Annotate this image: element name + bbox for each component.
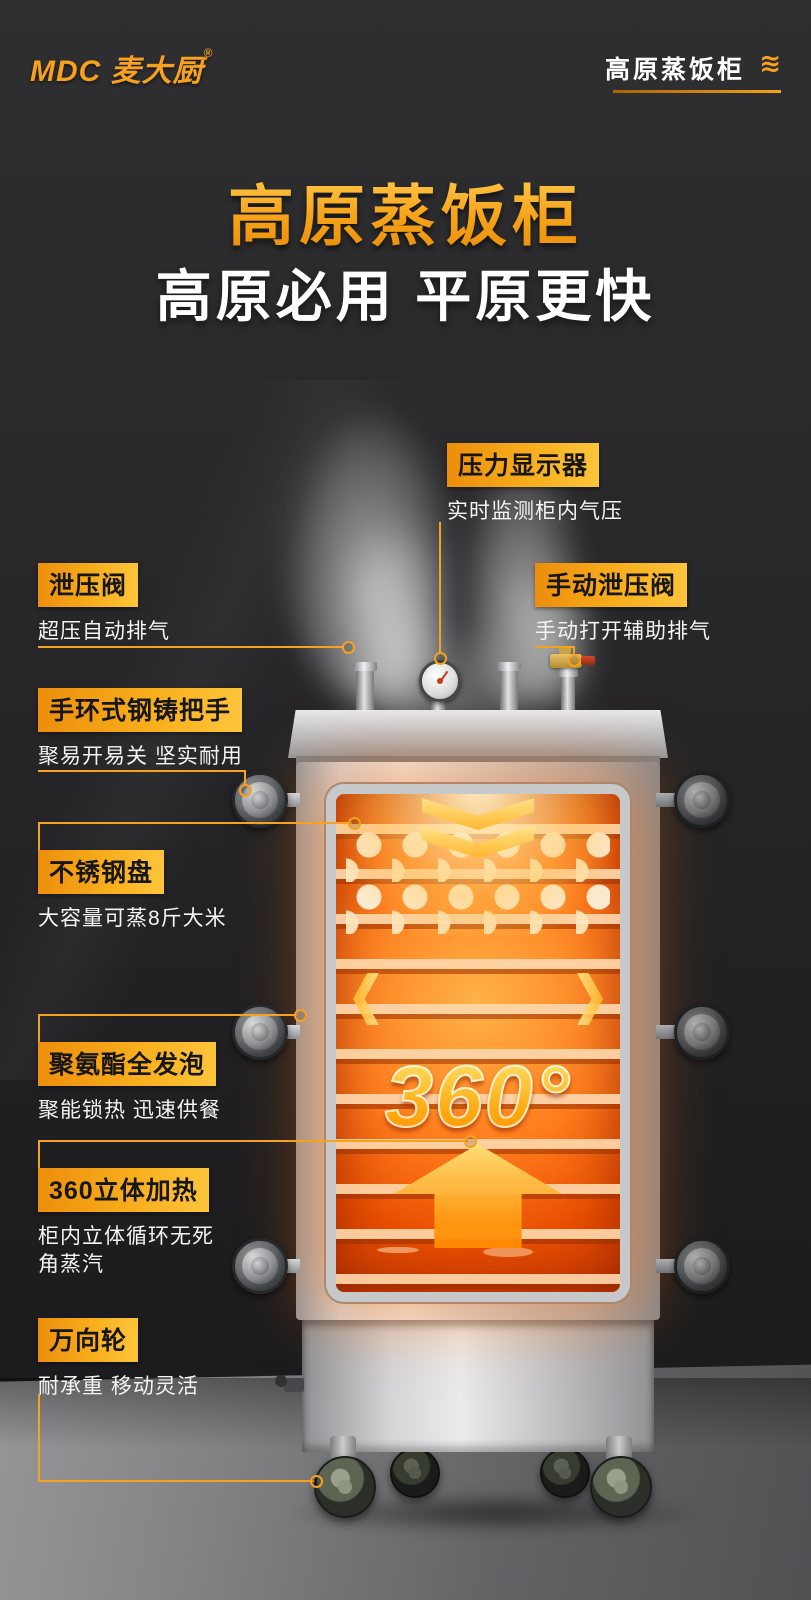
caster-wheel bbox=[314, 1456, 376, 1518]
callout-desc: 柜内立体循环无死角蒸汽 bbox=[38, 1225, 214, 1277]
hand-wheel-handle bbox=[674, 1004, 730, 1060]
callout-desc: 超压自动排气 bbox=[38, 620, 170, 643]
connector-dot bbox=[434, 652, 447, 665]
callout-desc: 聚能锁热 迅速供餐 bbox=[38, 1099, 221, 1122]
connector-line bbox=[38, 1394, 40, 1482]
hand-wheel-handle bbox=[232, 1004, 288, 1060]
callout-label: 万向轮 bbox=[38, 1318, 139, 1362]
relief-valve-pipe bbox=[353, 662, 377, 714]
connector-dot bbox=[464, 1135, 477, 1148]
connector-line bbox=[38, 822, 352, 824]
callout-label: 手动泄压阀 bbox=[535, 563, 688, 607]
heat-glow bbox=[336, 794, 620, 936]
callout-desc: 聚易开易关 坚实耐用 bbox=[38, 745, 243, 768]
connector-line bbox=[38, 770, 246, 772]
connector-line bbox=[439, 522, 441, 654]
connector-line bbox=[38, 1480, 314, 1482]
callout-label: 泄压阀 bbox=[38, 563, 139, 607]
connector-line bbox=[38, 1140, 40, 1168]
steam-waves-icon: ≋ bbox=[759, 48, 781, 78]
connector-line bbox=[244, 770, 246, 786]
callout-stainless-tray: 不锈钢盘 大容量可蒸8斤大米 bbox=[38, 850, 227, 933]
callout-label: 不锈钢盘 bbox=[38, 850, 165, 894]
connector-dot bbox=[348, 817, 361, 830]
header-product-name: 高原蒸饭柜 bbox=[604, 56, 745, 84]
callout-pressure-display: 压力显示器 实时监测柜内气压 bbox=[447, 443, 623, 526]
hand-wheel-handle bbox=[674, 772, 730, 828]
cabinet-lid bbox=[288, 710, 668, 758]
cabinet-interior-window: 360° bbox=[326, 784, 630, 1302]
drain-knob bbox=[275, 1375, 287, 1387]
connector-dot bbox=[310, 1475, 323, 1488]
callout-desc: 大容量可蒸8斤大米 bbox=[38, 907, 227, 930]
connector-line bbox=[573, 646, 575, 656]
connector-line bbox=[38, 1014, 40, 1042]
caster-wheel bbox=[390, 1448, 440, 1498]
connector-dot bbox=[568, 654, 581, 667]
connector-line bbox=[535, 646, 575, 648]
callout-label: 聚氨酯全发泡 bbox=[38, 1042, 217, 1086]
brand-logo: MDC 麦大厨® bbox=[30, 46, 214, 90]
connector-line bbox=[38, 1140, 468, 1142]
page-subtitle: 高原必用 平原更快 bbox=[155, 265, 656, 328]
header: MDC 麦大厨® 高原蒸饭柜 ≋ bbox=[30, 40, 781, 98]
callout-label: 压力显示器 bbox=[447, 443, 600, 487]
callout-manual-relief-valve: 手动泄压阀 手动打开辅助排气 bbox=[535, 563, 711, 646]
exhaust-pipe bbox=[497, 662, 521, 714]
manual-valve-pipe bbox=[558, 668, 578, 714]
callout-universal-wheel: 万向轮 耐承重 移动灵活 bbox=[38, 1318, 199, 1401]
callout-polyurethane-foam: 聚氨酯全发泡 聚能锁热 迅速供餐 bbox=[38, 1042, 221, 1125]
pressure-gauge bbox=[419, 660, 461, 702]
badge-360: 360° bbox=[336, 1048, 620, 1147]
hand-wheel-handle bbox=[674, 1238, 730, 1294]
drain-valve bbox=[284, 1378, 304, 1392]
connector-line bbox=[38, 822, 40, 850]
cabinet-lid-seam bbox=[296, 756, 660, 764]
brand-logo-en: MDC bbox=[30, 55, 102, 88]
brand-logo-cn: 麦大厨 bbox=[110, 55, 204, 88]
connector-line bbox=[38, 646, 344, 648]
callout-label: 手环式钢铸把手 bbox=[38, 688, 243, 732]
header-underline bbox=[613, 90, 781, 93]
callout-desc: 手动打开辅助排气 bbox=[535, 620, 711, 643]
connector-dot bbox=[342, 641, 355, 654]
connector-line bbox=[38, 1014, 298, 1016]
registered-mark: ® bbox=[203, 46, 214, 60]
callout-desc: 实时监测柜内气压 bbox=[447, 500, 623, 523]
callout-cast-steel-handle: 手环式钢铸把手 聚易开易关 坚实耐用 bbox=[38, 688, 243, 771]
caster-wheel bbox=[590, 1456, 652, 1518]
page-title: 高原蒸饭柜 bbox=[0, 163, 811, 259]
callout-label: 360立体加热 bbox=[38, 1168, 209, 1212]
caster-wheel bbox=[540, 1448, 590, 1498]
cabinet-base bbox=[302, 1320, 654, 1452]
callout-desc: 耐承重 移动灵活 bbox=[38, 1375, 199, 1398]
hand-wheel-handle bbox=[232, 772, 288, 828]
callout-relief-valve: 泄压阀 超压自动排气 bbox=[38, 563, 170, 646]
hand-wheel-handle bbox=[232, 1238, 288, 1294]
connector-dot bbox=[239, 784, 252, 797]
connector-dot bbox=[294, 1009, 307, 1022]
callout-360-heating: 360立体加热 柜内立体循环无死角蒸汽 bbox=[38, 1168, 230, 1280]
